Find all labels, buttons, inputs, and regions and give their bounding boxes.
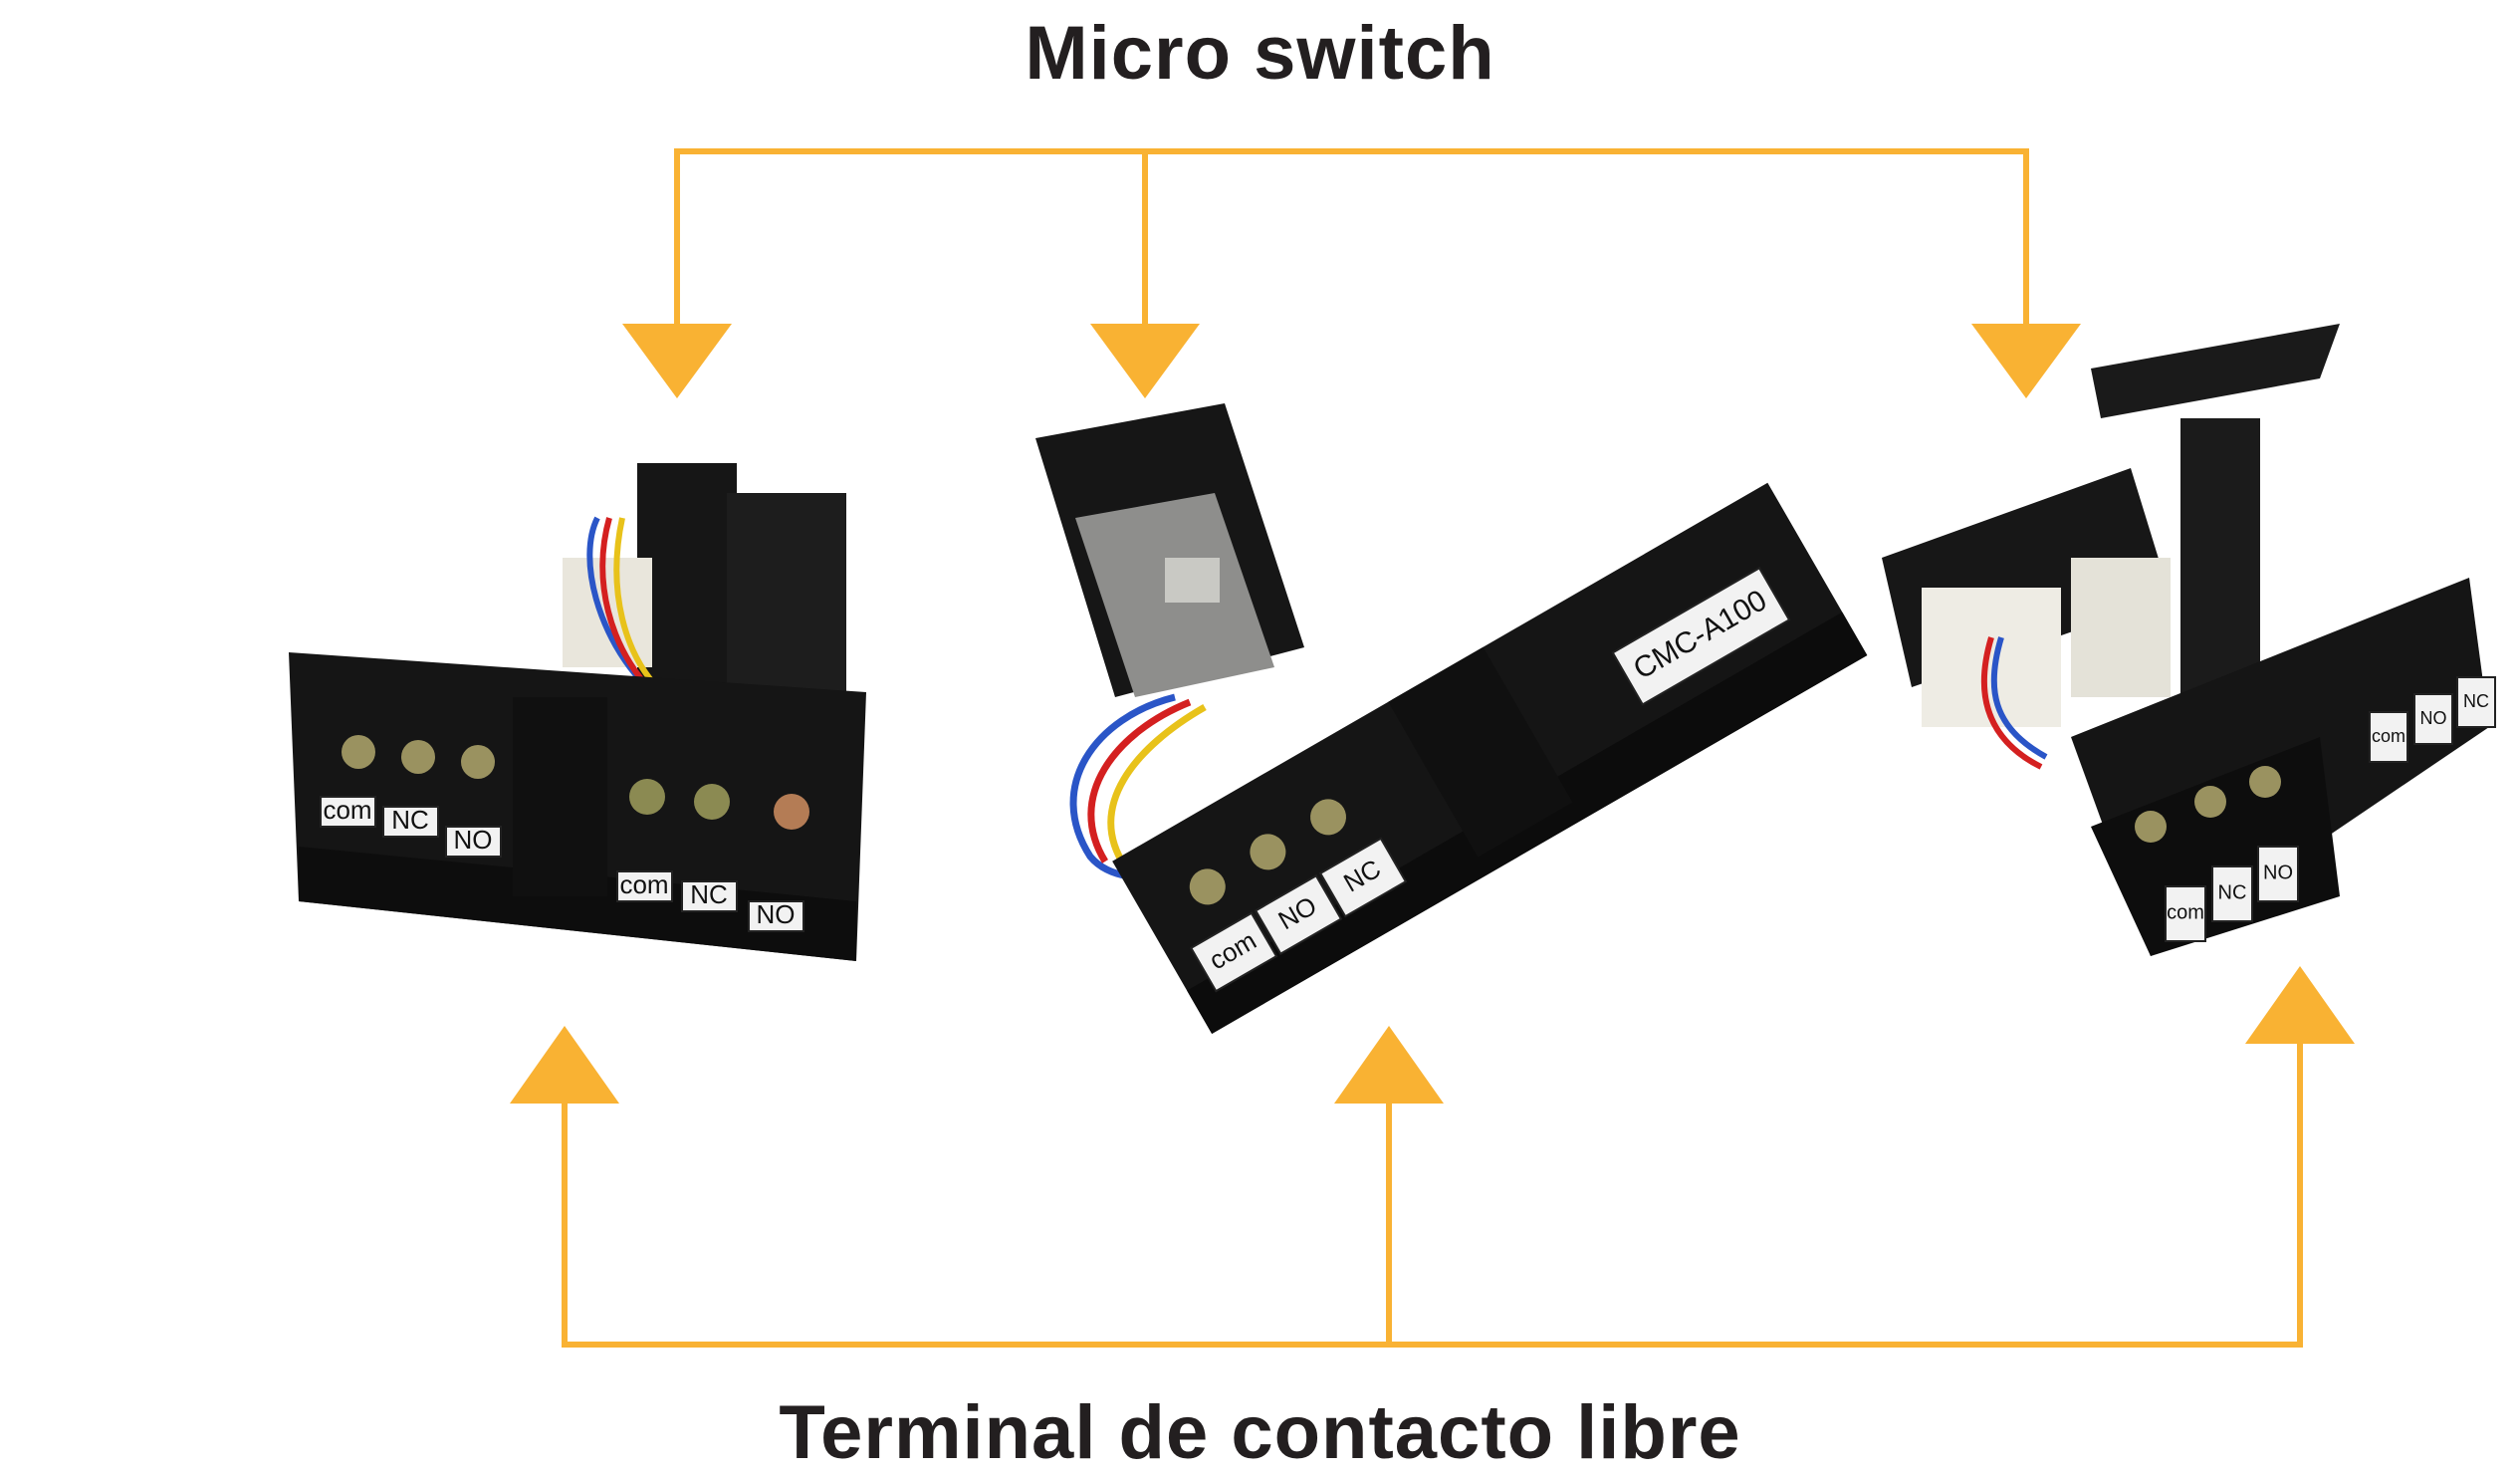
left-label-no-2: NO [757,899,796,929]
arrow-up-center-icon [1334,1026,1444,1104]
right-label-com-1: com [2167,901,2204,923]
center-device: com NO NC CMC-A100 [1035,403,1868,1034]
left-terminal-labels: com NC NO com NC NO [320,795,804,932]
arrow-up-right-icon [2245,966,2355,1044]
right-label-no-2: NO [2420,708,2447,728]
bottom-arrowheads [510,966,2355,1104]
center-terminal-labels: com NO NC [1189,837,1408,993]
arrow-down-right-icon [1971,324,2081,398]
right-terminal-labels: com NC NO com NO NC [2165,676,2496,942]
arrow-down-center-icon [1090,324,1200,398]
left-device: com NC NO com NC NO [289,463,866,961]
left-label-nc-2: NC [690,879,728,909]
top-arrowheads [622,324,2081,398]
right-device: com NC NO com NO NC [1882,324,2496,956]
left-label-com-2: com [619,869,668,899]
arrow-down-left-icon [622,324,732,398]
bottom-connector [562,1036,2303,1348]
micro-switch-title: Micro switch [1025,11,1495,96]
left-label-no-1: NO [454,825,493,855]
right-label-com-2: com [2372,726,2405,746]
left-screws [342,735,809,830]
terminal-title: Terminal de contacto libre [779,1390,1741,1475]
left-label-nc-1: NC [391,805,429,835]
left-label-com-1: com [323,795,371,825]
right-label-nc-2: NC [2463,691,2489,711]
right-label-no-1: NO [2263,862,2293,883]
right-label-nc-1: NC [2218,881,2247,903]
top-connector [674,148,2029,329]
arrow-up-left-icon [510,1026,619,1104]
